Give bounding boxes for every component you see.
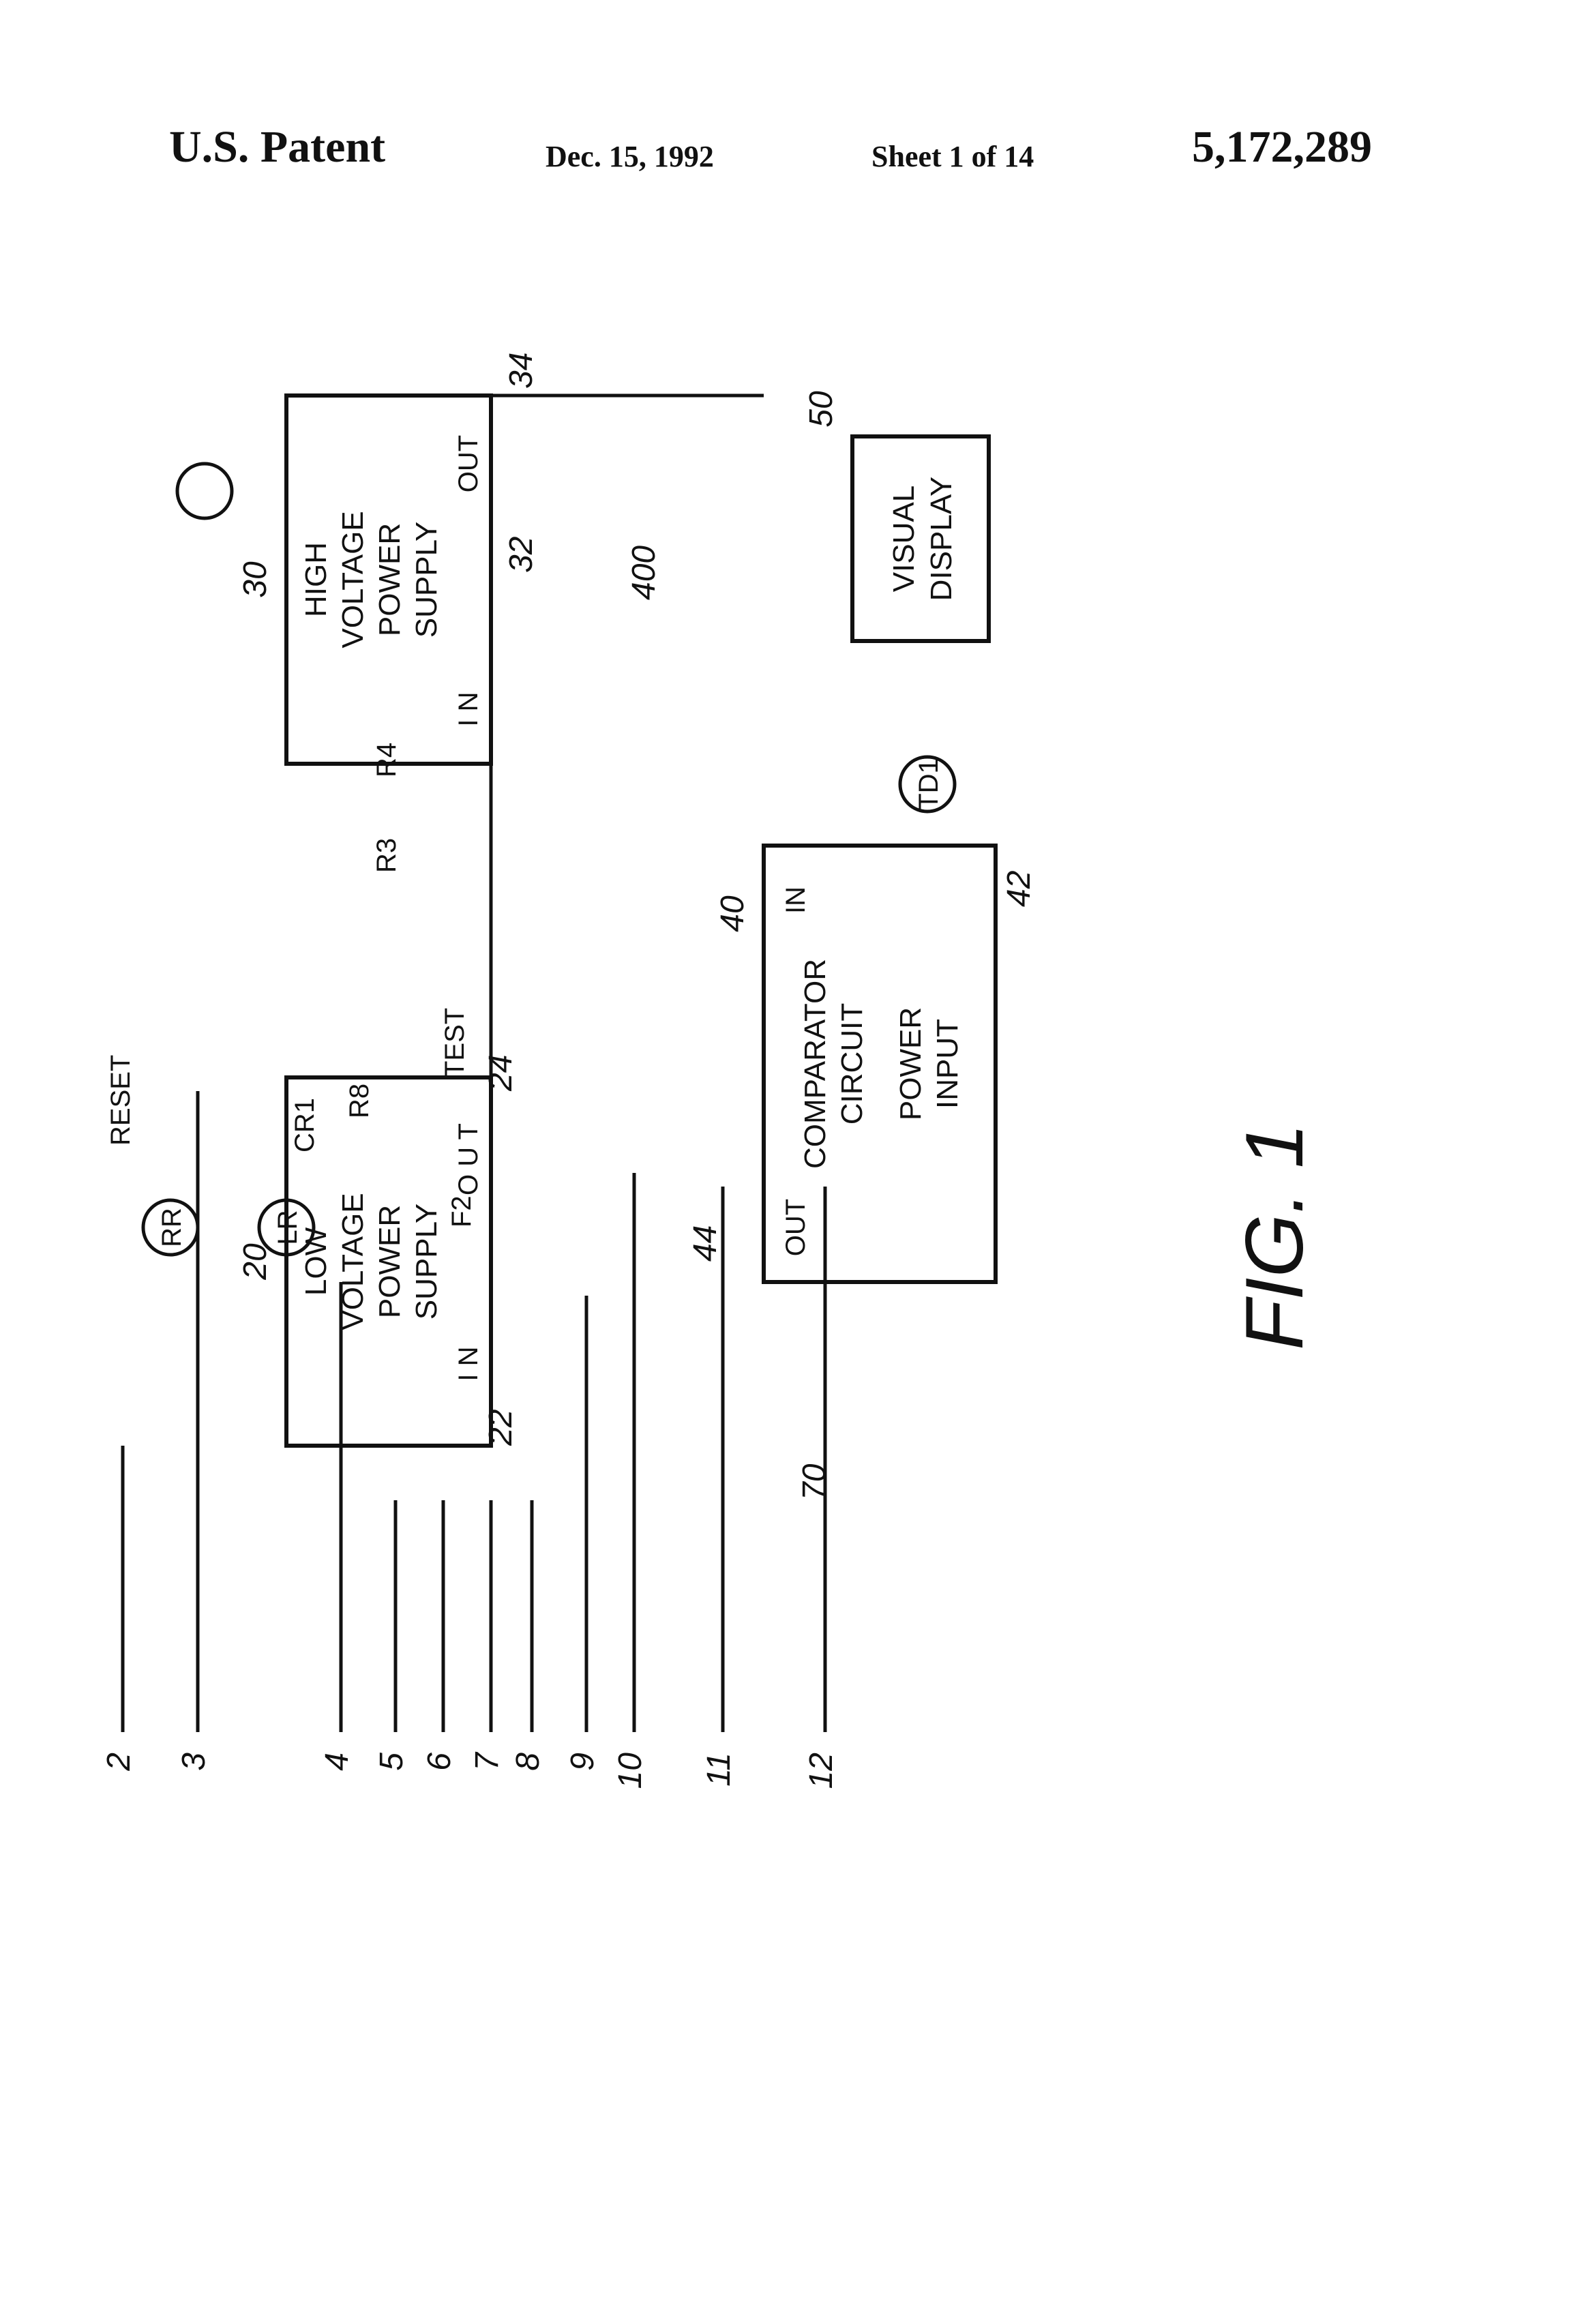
ref-32: 32	[503, 537, 539, 573]
ref-44: 44	[687, 1225, 723, 1262]
cmp-out-label: OUT	[781, 1199, 811, 1256]
terminal-10: 10	[612, 1753, 648, 1789]
ref-30: 30	[237, 561, 273, 598]
high-voltage-power-supply: HIGH VOLTAGE POWER SUPPLY I N OUT 30	[237, 396, 491, 764]
terminal-11: 11	[701, 1753, 737, 1787]
cmp-line1: COMPARATOR	[799, 959, 832, 1169]
hv-line3: POWER	[373, 523, 406, 636]
reset-label: RESET	[106, 1055, 136, 1146]
display-line2: DISPLAY	[925, 477, 958, 601]
r8-label: R8	[344, 1084, 374, 1118]
hv-line1: HIGH	[299, 542, 333, 617]
rr-coil-label: RR	[157, 1208, 187, 1247]
ref-24: 24	[483, 1055, 519, 1092]
comparator-circuit: COMPARATOR CIRCUIT POWER INPUT OUT IN 40	[715, 846, 996, 1282]
test-label: TEST	[440, 1008, 470, 1077]
ref-34: 34	[503, 353, 539, 389]
hv-line2: VOLTAGE	[336, 511, 370, 648]
low-voltage-power-supply: LOW VOLTAGE POWER SUPPLY I N O U T 20	[237, 1077, 491, 1446]
terminal-12: 12	[803, 1753, 839, 1789]
ref-400: 400	[626, 546, 662, 600]
lr-coil-label: LR	[273, 1210, 303, 1245]
terminal-9: 9	[565, 1753, 601, 1771]
terminal-6: 6	[421, 1753, 458, 1771]
terminal-4: 4	[319, 1753, 355, 1771]
display-line1: VISUAL	[887, 486, 921, 593]
ref-42: 42	[1001, 871, 1037, 907]
ref-50: 50	[803, 391, 839, 428]
ref-70: 70	[796, 1463, 833, 1500]
cmp-line3: POWER	[894, 1007, 927, 1120]
td1-coil-label: TD1	[914, 758, 944, 810]
terminal-3: 3	[176, 1753, 212, 1771]
figure-caption: FIG. 1	[1229, 1123, 1320, 1350]
ref-40: 40	[715, 895, 751, 932]
terminal-8: 8	[510, 1753, 546, 1771]
ref-22: 22	[483, 1410, 519, 1446]
lv-in-label: I N	[453, 1346, 483, 1381]
terminal-7: 7	[469, 1751, 505, 1771]
cmp-in-label: IN	[781, 887, 811, 914]
lv-line4: SUPPLY	[410, 1204, 443, 1320]
lv-line1: LOW	[299, 1227, 333, 1296]
terminal-5: 5	[374, 1753, 410, 1771]
hv-in-label: I N	[453, 691, 483, 726]
r4-label: R4	[372, 743, 402, 777]
hv-out-label: OUT	[453, 435, 483, 492]
terminal-2: 2	[101, 1753, 137, 1772]
lv-line3: POWER	[373, 1205, 406, 1318]
hv-line4: SUPPLY	[410, 522, 443, 638]
f2-label: F2	[447, 1195, 477, 1227]
r3-label: R3	[372, 838, 402, 873]
visual-display: VISUAL DISPLAY 50	[803, 391, 989, 641]
cmp-line2: CIRCUIT	[835, 1003, 869, 1124]
cr1-label: CR1	[290, 1098, 320, 1152]
lv-out-label: O U T	[453, 1123, 483, 1195]
cmp-line4: INPUT	[931, 1019, 964, 1109]
terminals: 1 2 3 4 5 6 7 8 9 10 11 12	[0, 1751, 839, 1789]
